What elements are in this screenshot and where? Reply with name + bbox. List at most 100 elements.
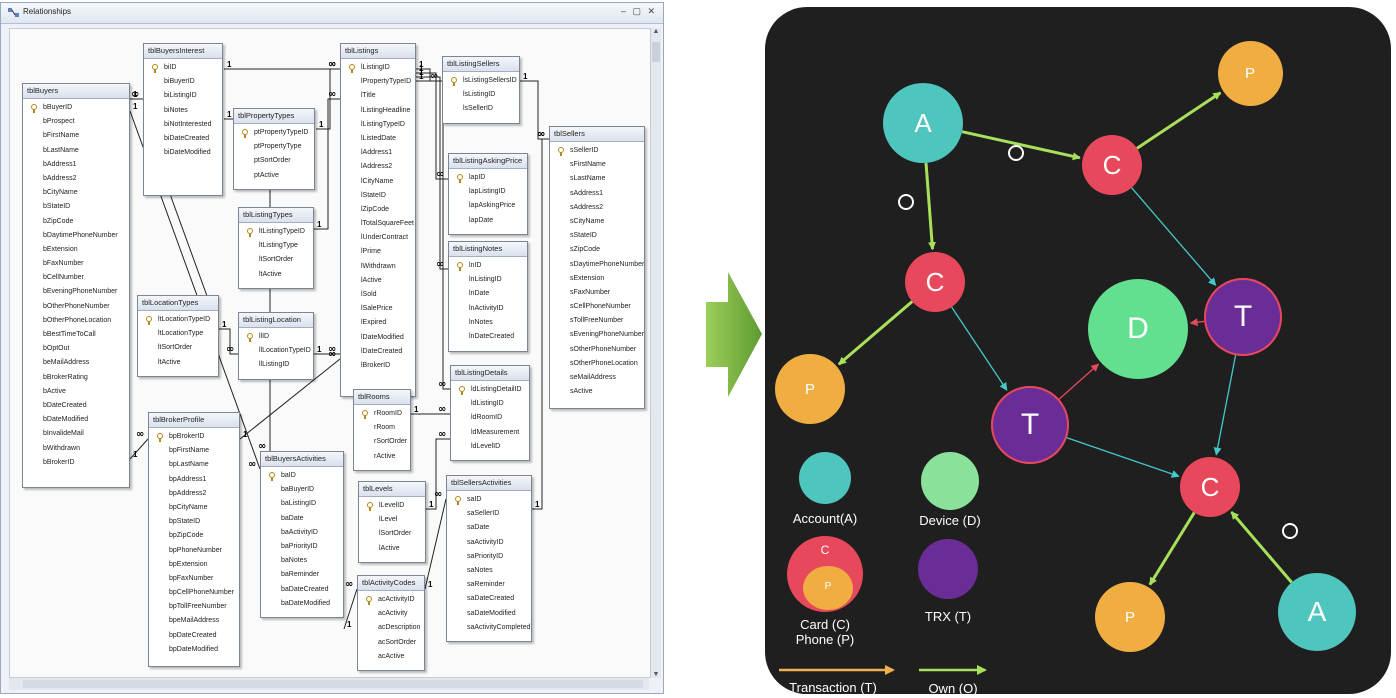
table-field[interactable]: ltSortOrder [158, 344, 193, 352]
table-field[interactable]: baListingID [281, 500, 317, 508]
table-title[interactable]: tblLocationTypes [138, 296, 218, 311]
table-title[interactable]: tblActivityCodes [358, 576, 424, 591]
table-field[interactable]: baDateModified [281, 599, 331, 607]
table-title[interactable]: tblSellersActivities [447, 476, 531, 491]
table-field[interactable]: bAddress2 [43, 174, 77, 182]
scroll-down-icon[interactable]: ▼ [652, 671, 660, 678]
table-field[interactable]: lsSellerID [463, 105, 493, 113]
table-field[interactable]: lnListingID [469, 276, 502, 284]
table-field[interactable]: sExtension [570, 274, 605, 282]
primary-key-field[interactable]: bpBrokerID [149, 430, 239, 444]
table-field[interactable]: baDateCreated [281, 585, 329, 593]
table-field[interactable]: sFirstName [570, 161, 606, 169]
relationship-line[interactable] [532, 138, 549, 510]
table-field[interactable]: sOtherPhoneNumber [570, 345, 637, 353]
table-field[interactable]: sStateID [570, 232, 597, 240]
table-field[interactable]: baDate [281, 514, 304, 522]
table-field[interactable]: sFaxNumber [570, 288, 611, 296]
horizontal-scrollbar[interactable] [9, 677, 649, 690]
table-field[interactable]: bDateModified [43, 416, 89, 424]
table-title[interactable]: tblLevels [359, 482, 425, 497]
table-field[interactable]: bFirstName [43, 132, 80, 140]
table-field[interactable]: bWithdrawn [43, 444, 80, 452]
table-field[interactable]: lExpired [361, 319, 387, 327]
table-field[interactable]: bInvalideMail [43, 430, 84, 438]
table-field[interactable]: acActive [378, 652, 405, 660]
table-field[interactable]: bpFaxNumber [169, 574, 214, 582]
relationship-line[interactable] [416, 76, 448, 270]
table-field[interactable]: ltSortOrder [259, 256, 294, 264]
table-field[interactable]: lsListingID [463, 91, 496, 99]
relationship-line[interactable] [129, 438, 149, 460]
table-field[interactable]: lUnderContract [361, 234, 409, 242]
table-field[interactable]: sActive [570, 388, 593, 396]
table-field[interactable]: lListingTypeID [361, 120, 405, 128]
table-field[interactable]: ldRoomID [471, 414, 503, 422]
table-title[interactable]: tblListingTypes [239, 208, 313, 223]
table-field[interactable]: bpZipCode [169, 532, 204, 540]
table-field[interactable]: bActive [43, 387, 66, 395]
table-title[interactable]: tblBuyers [23, 84, 129, 99]
table-field[interactable]: lTotalSquareFeet [361, 220, 414, 228]
relationship-line[interactable] [343, 588, 358, 630]
table-field[interactable]: bOtherPhoneLocation [43, 316, 112, 324]
table-field[interactable]: lapDate [469, 216, 494, 224]
table-field[interactable]: lSalePrice [361, 305, 393, 313]
table-field[interactable]: rRoom [374, 424, 396, 432]
relationships-canvas[interactable]: 1∞1∞1∞1∞1∞1∞1∞1∞1∞1∞1∞1∞1∞1∞1∞1∞1∞1∞1∞1∞… [9, 28, 651, 678]
relationship-line[interactable] [239, 358, 341, 440]
table-field[interactable]: bpLastName [169, 461, 209, 469]
table-field[interactable]: baPriorityID [281, 542, 318, 550]
relationship-line[interactable] [314, 98, 340, 230]
table-field[interactable]: sOtherPhoneLocation [570, 359, 638, 367]
table-field[interactable]: ltActive [259, 270, 282, 278]
table-field[interactable]: baReminder [281, 571, 320, 579]
table-field[interactable]: lListedDate [361, 134, 397, 142]
table-field[interactable]: lAddress1 [361, 149, 393, 157]
table-field[interactable]: lActive [379, 544, 400, 552]
primary-key-field[interactable]: ptPropertyTypeID [234, 126, 314, 140]
relationship-line[interactable] [424, 498, 447, 590]
table-field[interactable]: bpDateModified [169, 645, 219, 653]
table-field[interactable]: sLastName [570, 175, 606, 183]
primary-key-field[interactable]: llID [239, 330, 313, 344]
table-field[interactable]: lDateCreated [361, 347, 403, 355]
table-field[interactable]: lSortOrder [379, 530, 412, 538]
table-field[interactable]: ptSortOrder [254, 157, 291, 165]
table-field[interactable]: lnNotes [469, 318, 493, 326]
table-field[interactable]: biListingID [164, 92, 197, 100]
table-field[interactable]: biNotes [164, 106, 188, 114]
table-field[interactable]: sTollFreeNumber [570, 317, 624, 325]
table-field[interactable]: llListingID [259, 361, 290, 369]
table-field[interactable]: lAddress2 [361, 163, 393, 171]
table-field[interactable]: bAddress1 [43, 160, 77, 168]
relationship-line[interactable] [219, 328, 238, 355]
table-field[interactable]: sAddress2 [570, 203, 604, 211]
table-field[interactable]: bFaxNumber [43, 260, 84, 268]
primary-key-field[interactable]: rRoomID [354, 407, 410, 421]
table-field[interactable]: sCityName [570, 217, 605, 225]
table-field[interactable]: lnDate [469, 290, 490, 298]
table-field[interactable]: ldLevelID [471, 442, 501, 450]
scroll-up-icon[interactable]: ▲ [652, 28, 660, 35]
table-field[interactable]: bpExtension [169, 560, 208, 568]
table-field[interactable]: lActive [361, 276, 382, 284]
scroll-thumb[interactable] [652, 42, 660, 62]
table-field[interactable]: lnDateCreated [469, 332, 515, 340]
table-field[interactable]: llLocationTypeID [259, 347, 311, 355]
primary-key-field[interactable]: lListingID [341, 61, 415, 75]
table-field[interactable]: ldMeasurement [471, 428, 520, 436]
